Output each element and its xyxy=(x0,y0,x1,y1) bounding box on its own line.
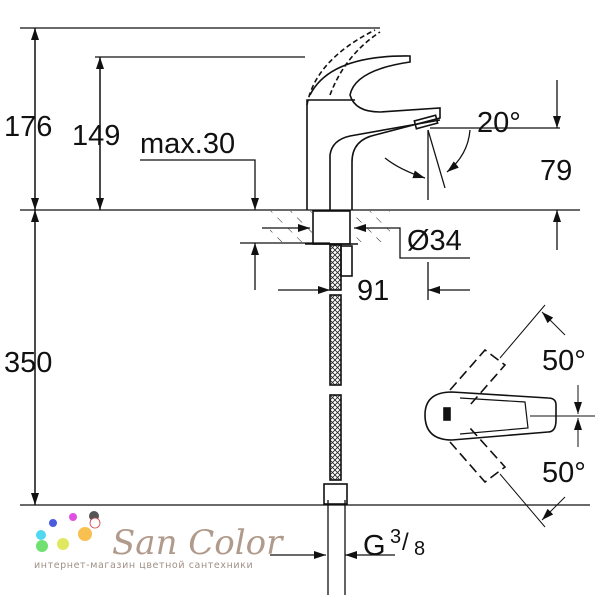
dim-50deg-down: 50° xyxy=(542,457,586,489)
dim-g-slash: / xyxy=(402,529,409,556)
dim-176: 176 xyxy=(4,111,52,143)
dim-20deg: 20° xyxy=(477,107,521,139)
sancolor-logo: San Color интернет-магазин цветной санте… xyxy=(34,511,284,571)
faucet-side-view xyxy=(305,29,441,505)
dim-79: 79 xyxy=(540,155,572,187)
dim-d34: Ø34 xyxy=(407,225,462,257)
dim-g-num: 3 xyxy=(390,526,401,548)
faucet-top-view xyxy=(424,304,595,528)
dim-91: 91 xyxy=(357,275,389,307)
logo-tagline: интернет-магазин цветной сантехники xyxy=(34,560,253,571)
dim-max30: max.30 xyxy=(140,128,235,160)
dim-g-den: 8 xyxy=(414,538,425,560)
dim-350: 350 xyxy=(4,347,52,379)
logo-brand: San Color xyxy=(112,523,284,563)
deck-section xyxy=(270,211,390,242)
dim-50deg-up: 50° xyxy=(542,345,586,377)
dim-g: G xyxy=(363,530,386,562)
dim-149: 149 xyxy=(72,120,120,152)
